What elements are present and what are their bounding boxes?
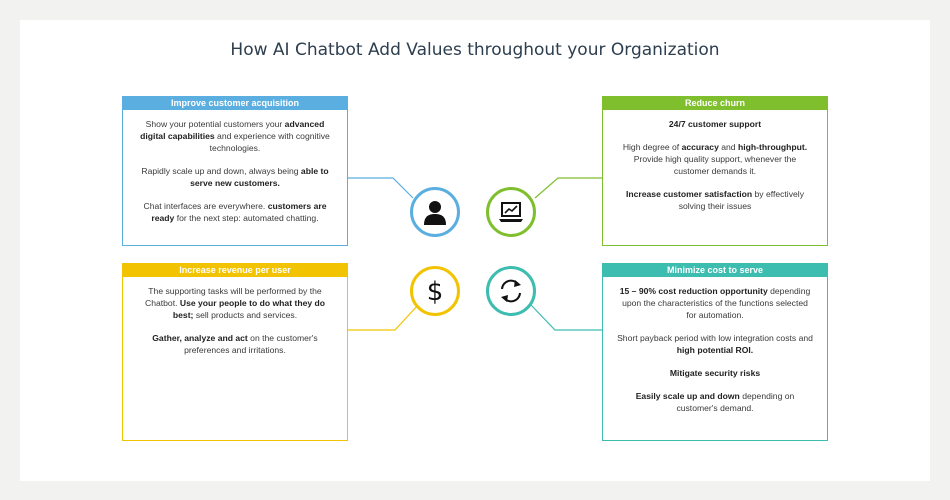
box-heading: Minimize cost to serve bbox=[603, 264, 827, 277]
refresh-icon-circle bbox=[486, 266, 536, 316]
connector-acquisition bbox=[348, 177, 414, 199]
connector-cost bbox=[530, 304, 602, 331]
connector-revenue bbox=[348, 304, 419, 331]
box-paragraph: Increase customer satisfaction by effect… bbox=[625, 189, 805, 211]
connector-churn bbox=[534, 177, 602, 199]
box-paragraph: Easily scale up and down depending on cu… bbox=[635, 391, 795, 413]
box-reduce-churn: Reduce churn 24/7 customer support High … bbox=[602, 96, 828, 246]
box-paragraph: Gather, analyze and act on the customer'… bbox=[152, 333, 318, 355]
person-icon-circle bbox=[410, 187, 460, 237]
box-improve-customer-acquisition: Improve customer acquisition Show your p… bbox=[122, 96, 348, 246]
box-paragraph: Mitigate security risks bbox=[669, 368, 761, 378]
person-icon bbox=[424, 201, 446, 225]
box-paragraph: 15 – 90% cost reduction opportunity depe… bbox=[619, 286, 811, 320]
refresh-icon bbox=[501, 279, 521, 303]
box-paragraph: Short payback period with low integratio… bbox=[617, 333, 813, 355]
laptop-chart-icon-circle bbox=[486, 187, 536, 237]
dollar-icon-circle: $ bbox=[410, 266, 460, 316]
box-heading: Reduce churn bbox=[603, 97, 827, 110]
box-paragraph: Chat interfaces are everywhere. customer… bbox=[143, 201, 327, 223]
laptop-chart-icon bbox=[499, 202, 523, 222]
box-increase-revenue-per-user: Increase revenue per user The supporting… bbox=[122, 263, 348, 441]
page-title: How AI Chatbot Add Values throughout you… bbox=[230, 40, 720, 60]
box-paragraph: Rapidly scale up and down, always being … bbox=[141, 166, 329, 188]
box-paragraph: 24/7 customer support bbox=[668, 119, 762, 129]
box-paragraph: High degree of accuracy and high-through… bbox=[622, 142, 808, 176]
box-paragraph: Show your potential customers your advan… bbox=[140, 119, 330, 153]
box-paragraph: The supporting tasks will be performed b… bbox=[144, 286, 326, 320]
dollar-icon: $ bbox=[427, 277, 444, 306]
box-minimize-cost-to-serve: Minimize cost to serve 15 – 90% cost red… bbox=[602, 263, 828, 441]
box-heading: Improve customer acquisition bbox=[123, 97, 347, 110]
box-heading: Increase revenue per user bbox=[123, 264, 347, 277]
svg-text:$: $ bbox=[427, 277, 444, 306]
